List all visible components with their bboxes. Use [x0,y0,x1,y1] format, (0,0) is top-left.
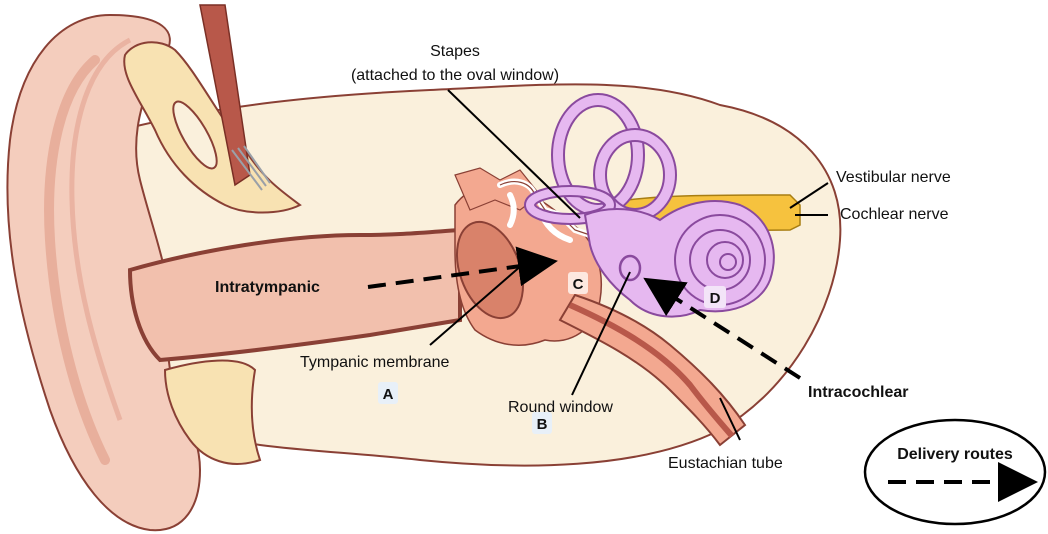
label-cochlear-nerve: Cochlear nerve [840,206,949,223]
marker-c: C [568,272,588,294]
svg-text:D: D [710,290,721,307]
marker-b: B [532,412,552,434]
legend-title: Delivery routes [897,446,1013,463]
svg-text:B: B [537,416,548,433]
label-round-window: Round window [508,399,613,416]
legend: Delivery routes [865,420,1045,524]
marker-a: A [378,382,398,404]
round-window-shape [620,256,640,280]
marker-d: D [704,286,726,308]
label-stapes-line1: Stapes [430,43,480,60]
label-stapes-line2: (attached to the oval window) [351,67,559,84]
label-intracochlear: Intracochlear [808,384,908,401]
label-eustachian-tube: Eustachian tube [668,455,783,472]
label-tympanic-membrane: Tympanic membrane [300,354,449,371]
label-vestibular-nerve: Vestibular nerve [836,169,951,186]
svg-text:C: C [573,276,584,293]
svg-text:A: A [383,386,394,403]
label-intratympanic: Intratympanic [215,279,320,296]
